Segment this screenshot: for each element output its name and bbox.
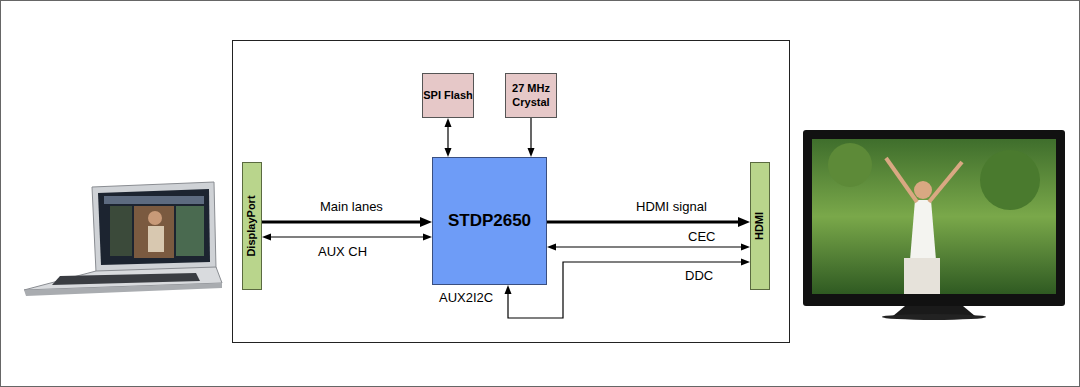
signal-name: HDMI signal: [634, 199, 709, 214]
signal-line: [528, 118, 535, 157]
arrowhead: [423, 234, 432, 241]
arrowhead: [528, 148, 535, 157]
arrowhead: [262, 234, 271, 241]
board-outline: [233, 41, 790, 343]
arrowhead: [741, 244, 750, 251]
node-label: STDP2650: [448, 211, 531, 231]
arrowhead: [420, 217, 432, 227]
connector-line: [262, 221, 421, 224]
signal-name: DDC: [683, 268, 715, 283]
signal-line: [445, 118, 452, 157]
signal-name: Main lanes: [318, 199, 385, 214]
tv-illustration: [803, 130, 1065, 320]
chip-box: STDP2650: [432, 157, 547, 285]
node-label: HDMI: [753, 212, 766, 240]
connector-line: [270, 236, 424, 237]
arrowhead: [445, 118, 452, 127]
node-label: SPI Flash: [423, 89, 473, 102]
bus-arrow: [262, 217, 432, 227]
memory-box: SPI Flash: [422, 73, 474, 118]
connector-line: [547, 221, 739, 224]
signal-name: CEC: [686, 229, 717, 244]
connector-line: [555, 246, 742, 247]
node-label: DisplayPort: [245, 195, 258, 256]
connector-line: [530, 118, 531, 149]
arrowhead: [741, 259, 750, 266]
arrowhead: [738, 217, 750, 227]
connector-bar: DisplayPort: [242, 162, 262, 290]
bus-arrow: [547, 217, 750, 227]
node-label: 27 MHz Crystal: [506, 82, 556, 108]
laptop-illustration: [24, 182, 222, 296]
connector-bar: HDMI: [750, 162, 770, 290]
signal-name: AUX CH: [316, 244, 369, 259]
arrowhead: [505, 285, 512, 294]
signal-name: AUX2I2C: [437, 290, 495, 305]
arrowhead: [445, 148, 452, 157]
clock-box: 27 MHz Crystal: [505, 73, 557, 118]
signal-line: [547, 244, 750, 251]
signal-line: [262, 234, 432, 241]
arrowhead: [547, 244, 556, 251]
connector-line: [447, 126, 448, 149]
